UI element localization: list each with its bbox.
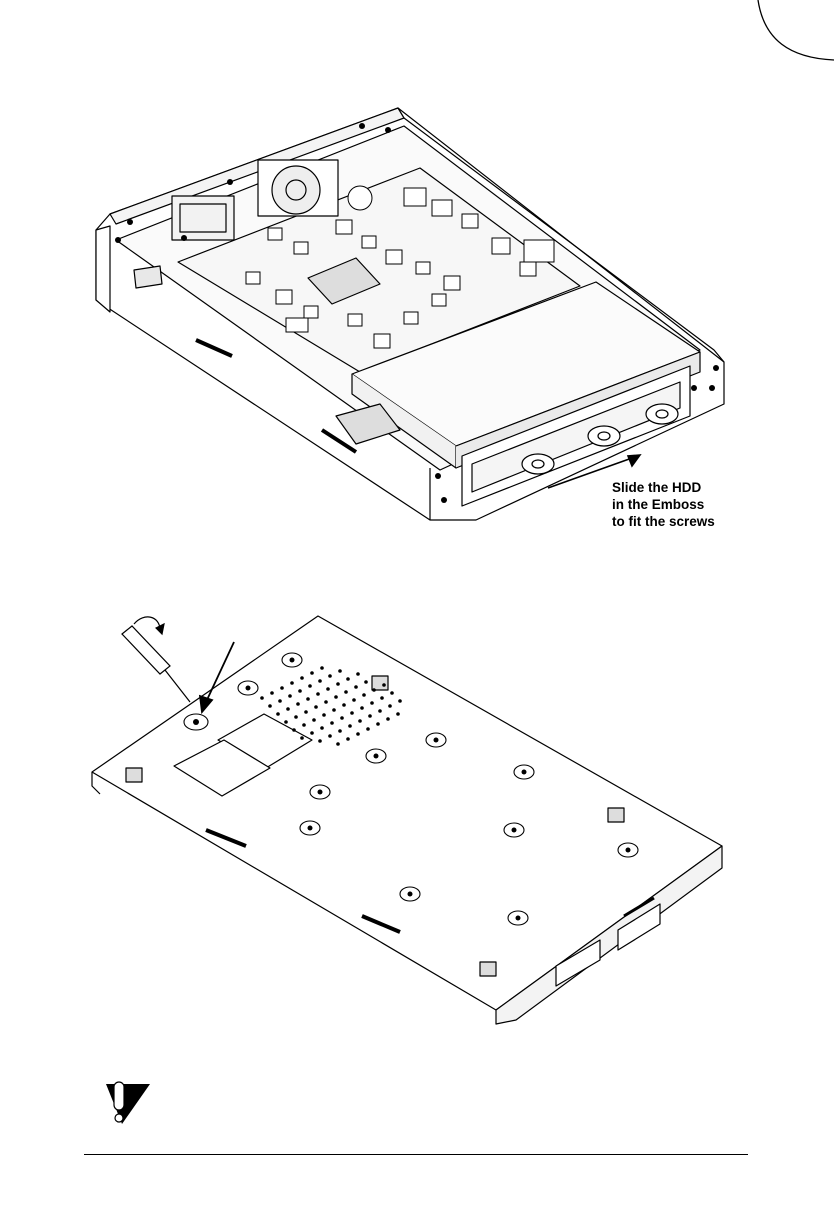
callout-line-1: Slide the HDD bbox=[612, 479, 715, 496]
screwdriver-icon bbox=[122, 617, 190, 702]
chassis-drawing bbox=[0, 0, 834, 560]
slide-hdd-callout: Slide the HDD in the Emboss to fit the s… bbox=[612, 479, 715, 530]
footer-rule bbox=[84, 1154, 748, 1155]
chassis-hdd-figure: Slide the HDD in the Emboss to fit the s… bbox=[0, 0, 834, 560]
callout-line-3: to fit the screws bbox=[612, 513, 715, 530]
callout-line-2: in the Emboss bbox=[612, 496, 715, 513]
chassis-bottom-figure bbox=[0, 590, 834, 1050]
chassis-bottom-drawing bbox=[0, 590, 834, 1050]
caution-icon bbox=[92, 1080, 150, 1126]
